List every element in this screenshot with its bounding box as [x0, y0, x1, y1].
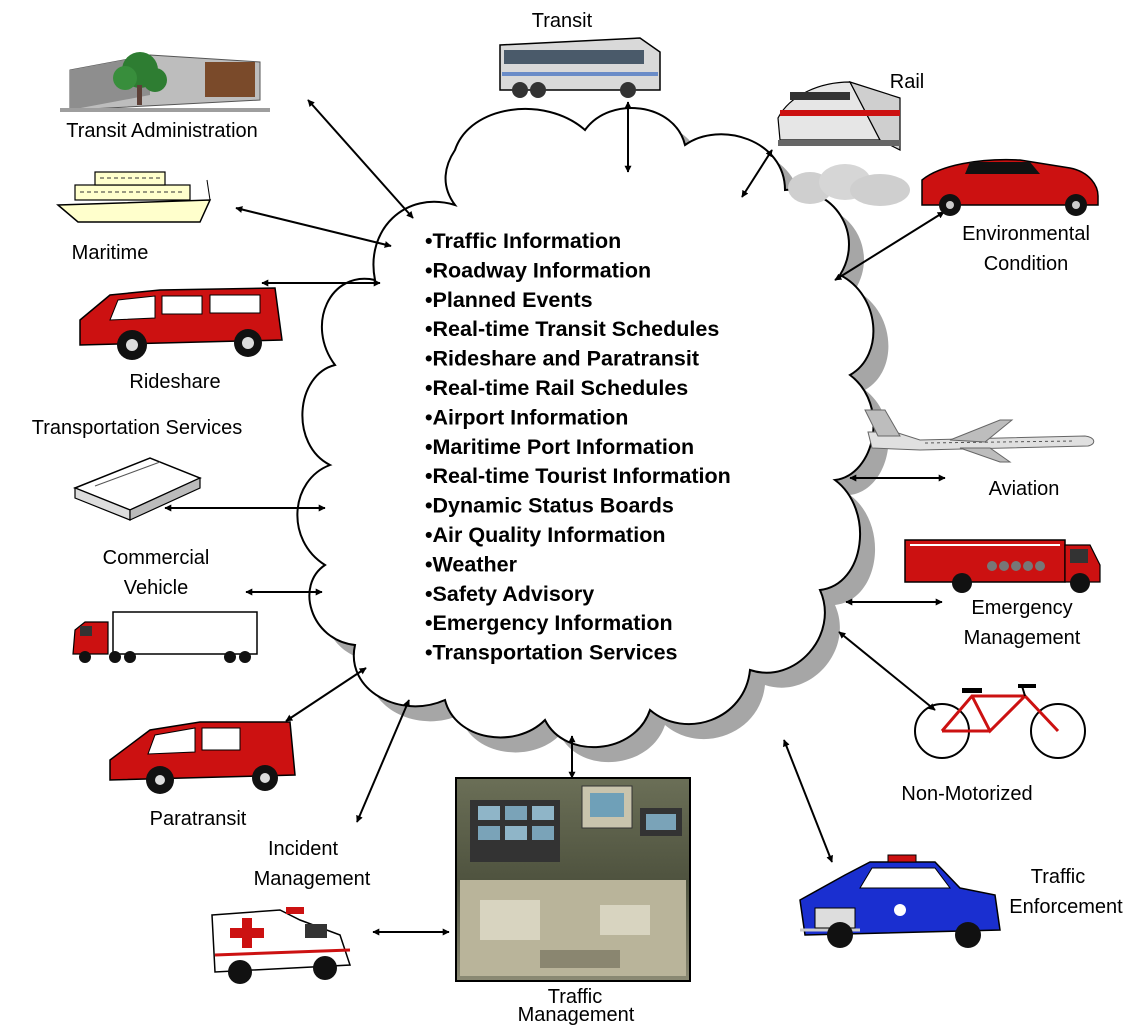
train-icon [777, 80, 901, 151]
commercial-vehicle-label-line2: Vehicle [124, 577, 189, 599]
aviation-node: Aviation [864, 409, 1095, 500]
cloud-body [296, 107, 875, 749]
info-list-item: •Airport Information [425, 405, 628, 429]
transportation-services-label: Transportation Services [32, 417, 242, 439]
arrow-transit-admin [307, 99, 414, 219]
transit-admin-label: Transit Administration [66, 120, 258, 142]
info-list-item: •Weather [425, 552, 518, 576]
environmental-node: Environmental Condition [788, 158, 1099, 275]
info-list-item: •Rideshare and Paratransit [425, 347, 699, 371]
semi-truck-icon [72, 611, 258, 663]
traffic-management-node: Traffic Management [455, 777, 691, 1026]
arrow-paratransit [285, 667, 367, 722]
info-list-item: •Air Quality Information [425, 523, 665, 547]
maritime-label: Maritime [72, 242, 149, 264]
info-list-item: •Emergency Information [425, 611, 673, 635]
transit-admin-node: Transit Administration [60, 52, 270, 142]
sports-car-exhaust-icon [788, 158, 1099, 216]
fire-truck-icon [904, 539, 1101, 593]
airplane-icon [864, 409, 1095, 463]
arrow-environmental [834, 211, 945, 281]
arrow-maritime [235, 206, 392, 248]
van-icon [79, 287, 283, 360]
book-icon [72, 457, 202, 521]
arrow-traffic-enforcement [783, 739, 833, 863]
incident-management-label-line1: Incident [268, 838, 338, 860]
bicycle-icon [914, 684, 1086, 759]
ferry-icon [56, 171, 212, 223]
ambulance-icon [211, 907, 352, 984]
traffic-management-label-line1: Traffic [548, 986, 602, 1008]
traffic-enforcement-node: Traffic Enforcement [799, 854, 1123, 948]
info-list-item: •Safety Advisory [425, 582, 594, 606]
environmental-label-line1: Environmental [962, 223, 1090, 245]
info-list-item: •Planned Events [425, 288, 593, 312]
info-list-item: •Real-time Tourist Information [425, 464, 731, 488]
control-room-photo [455, 777, 691, 982]
rideshare-label: Rideshare [129, 371, 220, 393]
incident-management-node: Incident Management [211, 838, 371, 984]
info-list: •Traffic Information •Roadway Information… [425, 229, 731, 665]
info-list-item: •Dynamic Status Boards [425, 494, 674, 518]
rideshare-node: Rideshare [79, 287, 283, 393]
minivan-icon [109, 721, 296, 794]
paratransit-node: Paratransit [109, 721, 296, 830]
rail-node: Rail [777, 71, 924, 151]
environmental-label-line2: Condition [984, 253, 1069, 275]
info-list-item: •Real-time Transit Schedules [425, 317, 719, 341]
emergency-management-label-line1: Emergency [971, 597, 1072, 619]
non-motorized-label: Non-Motorized [901, 783, 1032, 805]
transit-label: Transit [532, 10, 593, 32]
arrow-rail [741, 149, 773, 198]
emergency-management-label-line2: Management [964, 627, 1081, 649]
police-car-icon [799, 854, 1001, 948]
traffic-enforcement-label-line2: Enforcement [1009, 896, 1123, 918]
info-list-item: •Transportation Services [425, 641, 678, 665]
maritime-node: Maritime [56, 171, 212, 264]
commercial-vehicle-node: Commercial Vehicle [72, 547, 258, 663]
info-list-item: •Real-time Rail Schedules [425, 376, 688, 400]
rail-label: Rail [890, 71, 924, 93]
incident-management-label-line2: Management [254, 868, 371, 890]
aviation-label: Aviation [989, 478, 1060, 500]
office-building-icon [60, 52, 270, 112]
connection-arrows [164, 99, 946, 936]
arrow-incident-management [356, 699, 410, 823]
commercial-vehicle-label-line1: Commercial [103, 547, 210, 569]
arrow-non-motorized [838, 631, 936, 711]
transit-node: Transit [499, 10, 661, 98]
info-list-item: •Traffic Information [425, 229, 621, 253]
emergency-management-node: Emergency Management [904, 539, 1101, 649]
information-cloud: •Traffic Information •Roadway Information… [296, 107, 889, 763]
info-list-item: •Maritime Port Information [425, 435, 694, 459]
traffic-management-label-line2: Management [518, 1004, 635, 1026]
non-motorized-node: Non-Motorized [901, 684, 1086, 805]
bus-icon [499, 37, 661, 98]
transportation-services-node: Transportation Services [32, 417, 242, 521]
info-list-item: •Roadway Information [425, 258, 651, 282]
traffic-enforcement-label-line1: Traffic [1031, 866, 1085, 888]
paratransit-label: Paratransit [150, 808, 247, 830]
